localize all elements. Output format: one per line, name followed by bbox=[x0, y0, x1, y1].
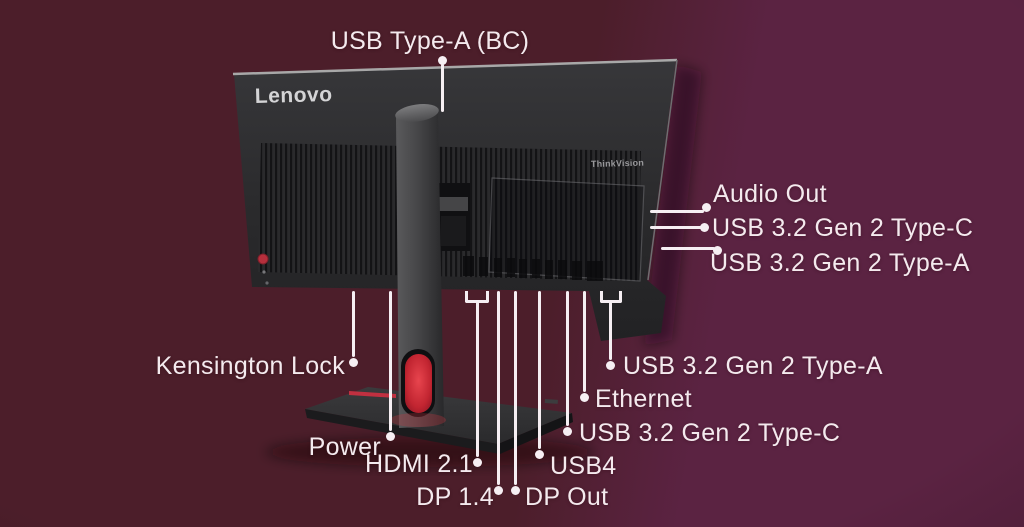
monitor-top-edge-highlight bbox=[232, 58, 678, 76]
stand-column-cap bbox=[395, 104, 439, 122]
lenovo-logo: Lenovo bbox=[255, 83, 333, 108]
callout-line-usb4 bbox=[538, 291, 541, 449]
callout-dot-kensington-lock bbox=[348, 357, 358, 367]
callout-dot-audio-out bbox=[701, 202, 711, 212]
callout-label-usb-3-2-type-a-right: USB 3.2 Gen 2 Type-A bbox=[710, 249, 970, 277]
cable-hole-glow bbox=[405, 354, 432, 413]
callout-label-hdmi-2-1: HDMI 2.1 bbox=[365, 450, 473, 478]
callout-label-ethernet: Ethernet bbox=[595, 385, 692, 413]
thinkvision-badge: ThinkVision bbox=[591, 158, 644, 169]
callout-line-usb-type-a-bc bbox=[441, 64, 444, 112]
callout-line-usb-3-2-type-c-bottom bbox=[566, 291, 569, 426]
callout-dot-usb-3-2-type-a-right bbox=[712, 245, 722, 255]
callout-line-ethernet bbox=[583, 291, 586, 392]
callout-label-dp-out: DP Out bbox=[525, 483, 609, 511]
callout-label-usb-type-a-bc: USB Type-A (BC) bbox=[330, 27, 530, 55]
recessed-port-panel bbox=[488, 177, 645, 282]
stand-base-front bbox=[305, 409, 500, 454]
callout-label-usb-3-2-type-a-bottom: USB 3.2 Gen 2 Type-A bbox=[623, 352, 883, 380]
callout-dot-dp-out bbox=[510, 485, 520, 495]
base-badge-mark bbox=[544, 399, 558, 404]
callout-label-audio-out: Audio Out bbox=[713, 180, 827, 208]
callout-dot-usb-3-2-type-c-right bbox=[699, 222, 709, 232]
stand-column bbox=[396, 110, 444, 428]
monitor-right-edge-highlight bbox=[647, 59, 678, 281]
callout-label-dp-1-4: DP 1.4 bbox=[416, 483, 494, 511]
callout-line-usb-3-2-type-a-bottom bbox=[609, 302, 612, 360]
callout-line-kensington-lock bbox=[352, 291, 355, 357]
callout-line-dp-out bbox=[514, 291, 517, 485]
callout-line-usb-3-2-type-c-right bbox=[650, 226, 702, 229]
hinge-recess bbox=[441, 216, 466, 246]
callout-dot-usb4 bbox=[534, 449, 544, 459]
callout-dot-power bbox=[385, 431, 395, 441]
callout-label-usb-3-2-type-c-bottom: USB 3.2 Gen 2 Type-C bbox=[579, 419, 841, 447]
joystick-button bbox=[257, 253, 269, 265]
button-dot-1 bbox=[262, 270, 266, 274]
button-dot-2 bbox=[265, 281, 269, 285]
callout-dot-usb-type-a-bc bbox=[437, 55, 447, 65]
hinge-bar bbox=[437, 197, 468, 211]
callout-label-power: Power bbox=[308, 433, 381, 461]
port-cutouts bbox=[463, 256, 603, 281]
callout-label-kensington-lock: Kensington Lock bbox=[155, 352, 345, 380]
callout-line-usb-3-2-type-a-right bbox=[661, 247, 715, 250]
callout-dot-hdmi-2-1 bbox=[472, 457, 482, 467]
callout-dot-usb-3-2-type-a-bottom bbox=[605, 360, 615, 370]
callout-dot-ethernet bbox=[579, 392, 589, 402]
callout-label-usb-3-2-type-c-right: USB 3.2 Gen 2 Type-C bbox=[712, 214, 974, 242]
callout-label-usb4: USB4 bbox=[550, 452, 617, 480]
monitor-wall-shadow bbox=[644, 64, 702, 346]
red-glow-spill bbox=[390, 413, 446, 427]
callout-bracket-hdmi-2-1 bbox=[465, 291, 489, 303]
callout-line-hdmi-2-1 bbox=[476, 302, 479, 457]
callout-dot-dp-1-4 bbox=[493, 485, 503, 495]
callout-line-power bbox=[389, 291, 392, 431]
callout-dot-usb-3-2-type-c-bottom bbox=[562, 426, 572, 436]
callout-line-dp-1-4 bbox=[497, 291, 500, 485]
base-red-stripe bbox=[349, 391, 396, 398]
callout-bracket-usb-3-2-type-a-bottom bbox=[600, 291, 622, 303]
callout-line-audio-out bbox=[650, 210, 704, 213]
